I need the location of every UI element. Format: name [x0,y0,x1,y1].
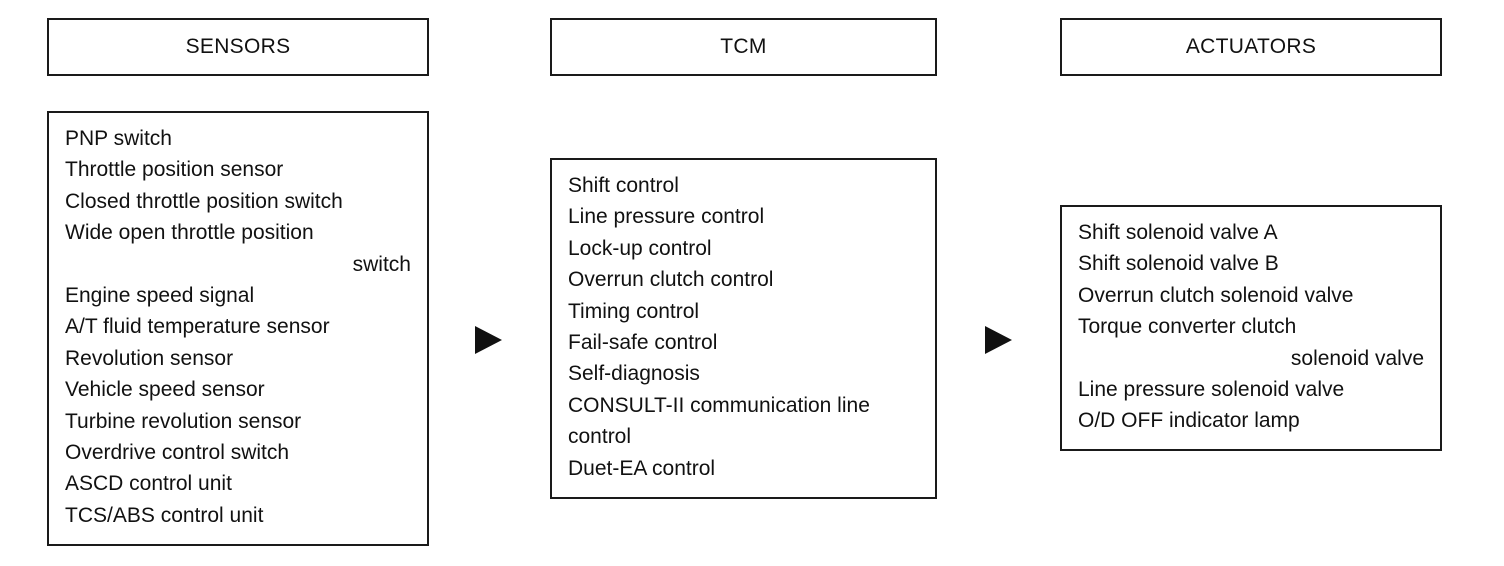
tcm-item: Lock-up control [568,236,712,260]
actuators-list-box: Shift solenoid valve A Shift solenoid va… [1060,205,1442,451]
sensor-item: Overdrive control switch [65,441,290,465]
arrow-right-icon [985,326,1012,354]
sensor-item: ASCD control unit [65,472,232,496]
actuators-header-label: ACTUATORS [1185,35,1317,58]
actuator-item-continuation: solenoid valve [1290,346,1424,370]
tcm-header: TCM [550,18,937,76]
tcm-item: Timing control [568,299,700,323]
tcm-list-box: Shift control Line pressure control Lock… [550,158,937,499]
tcm-item-continuation: control [568,425,632,449]
sensor-item-continuation: switch [352,252,411,276]
tcm-item: CONSULT-II communication line [568,393,870,417]
tcm-item: Shift control [568,174,679,197]
sensor-item: Wide open throttle position [65,221,314,245]
sensor-item: Closed throttle position switch [65,189,343,213]
sensor-item: Vehicle speed sensor [65,378,265,402]
tcm-item: Line pressure control [568,205,765,229]
sensor-item: TCS/ABS control unit [65,503,264,527]
sensor-item: Throttle position sensor [65,158,284,182]
tcm-item: Duet-EA control [568,456,716,480]
actuator-item: O/D OFF indicator lamp [1078,409,1300,433]
sensor-item: Revolution sensor [65,346,234,370]
sensors-header: SENSORS [47,18,429,76]
tcm-header-label: TCM [720,35,767,58]
actuator-item: Line pressure solenoid valve [1078,378,1345,402]
actuator-item: Shift solenoid valve B [1078,252,1279,276]
sensors-list-box: PNP switch Throttle position sensor Clos… [47,111,429,546]
sensors-header-label: SENSORS [185,35,291,58]
sensor-item: PNP switch [65,127,172,150]
sensor-item: Engine speed signal [65,284,255,308]
actuator-item: Shift solenoid valve A [1078,221,1278,244]
actuator-item: Overrun clutch solenoid valve [1078,283,1354,307]
arrow-right-icon [475,326,502,354]
sensor-item: Turbine revolution sensor [65,409,302,433]
sensor-item: A/T fluid temperature sensor [65,315,330,339]
tcm-item: Self-diagnosis [568,362,700,386]
tcm-item: Fail-safe control [568,331,718,355]
tcm-item: Overrun clutch control [568,268,774,292]
actuator-item: Torque converter clutch [1078,315,1297,339]
actuators-header: ACTUATORS [1060,18,1442,76]
